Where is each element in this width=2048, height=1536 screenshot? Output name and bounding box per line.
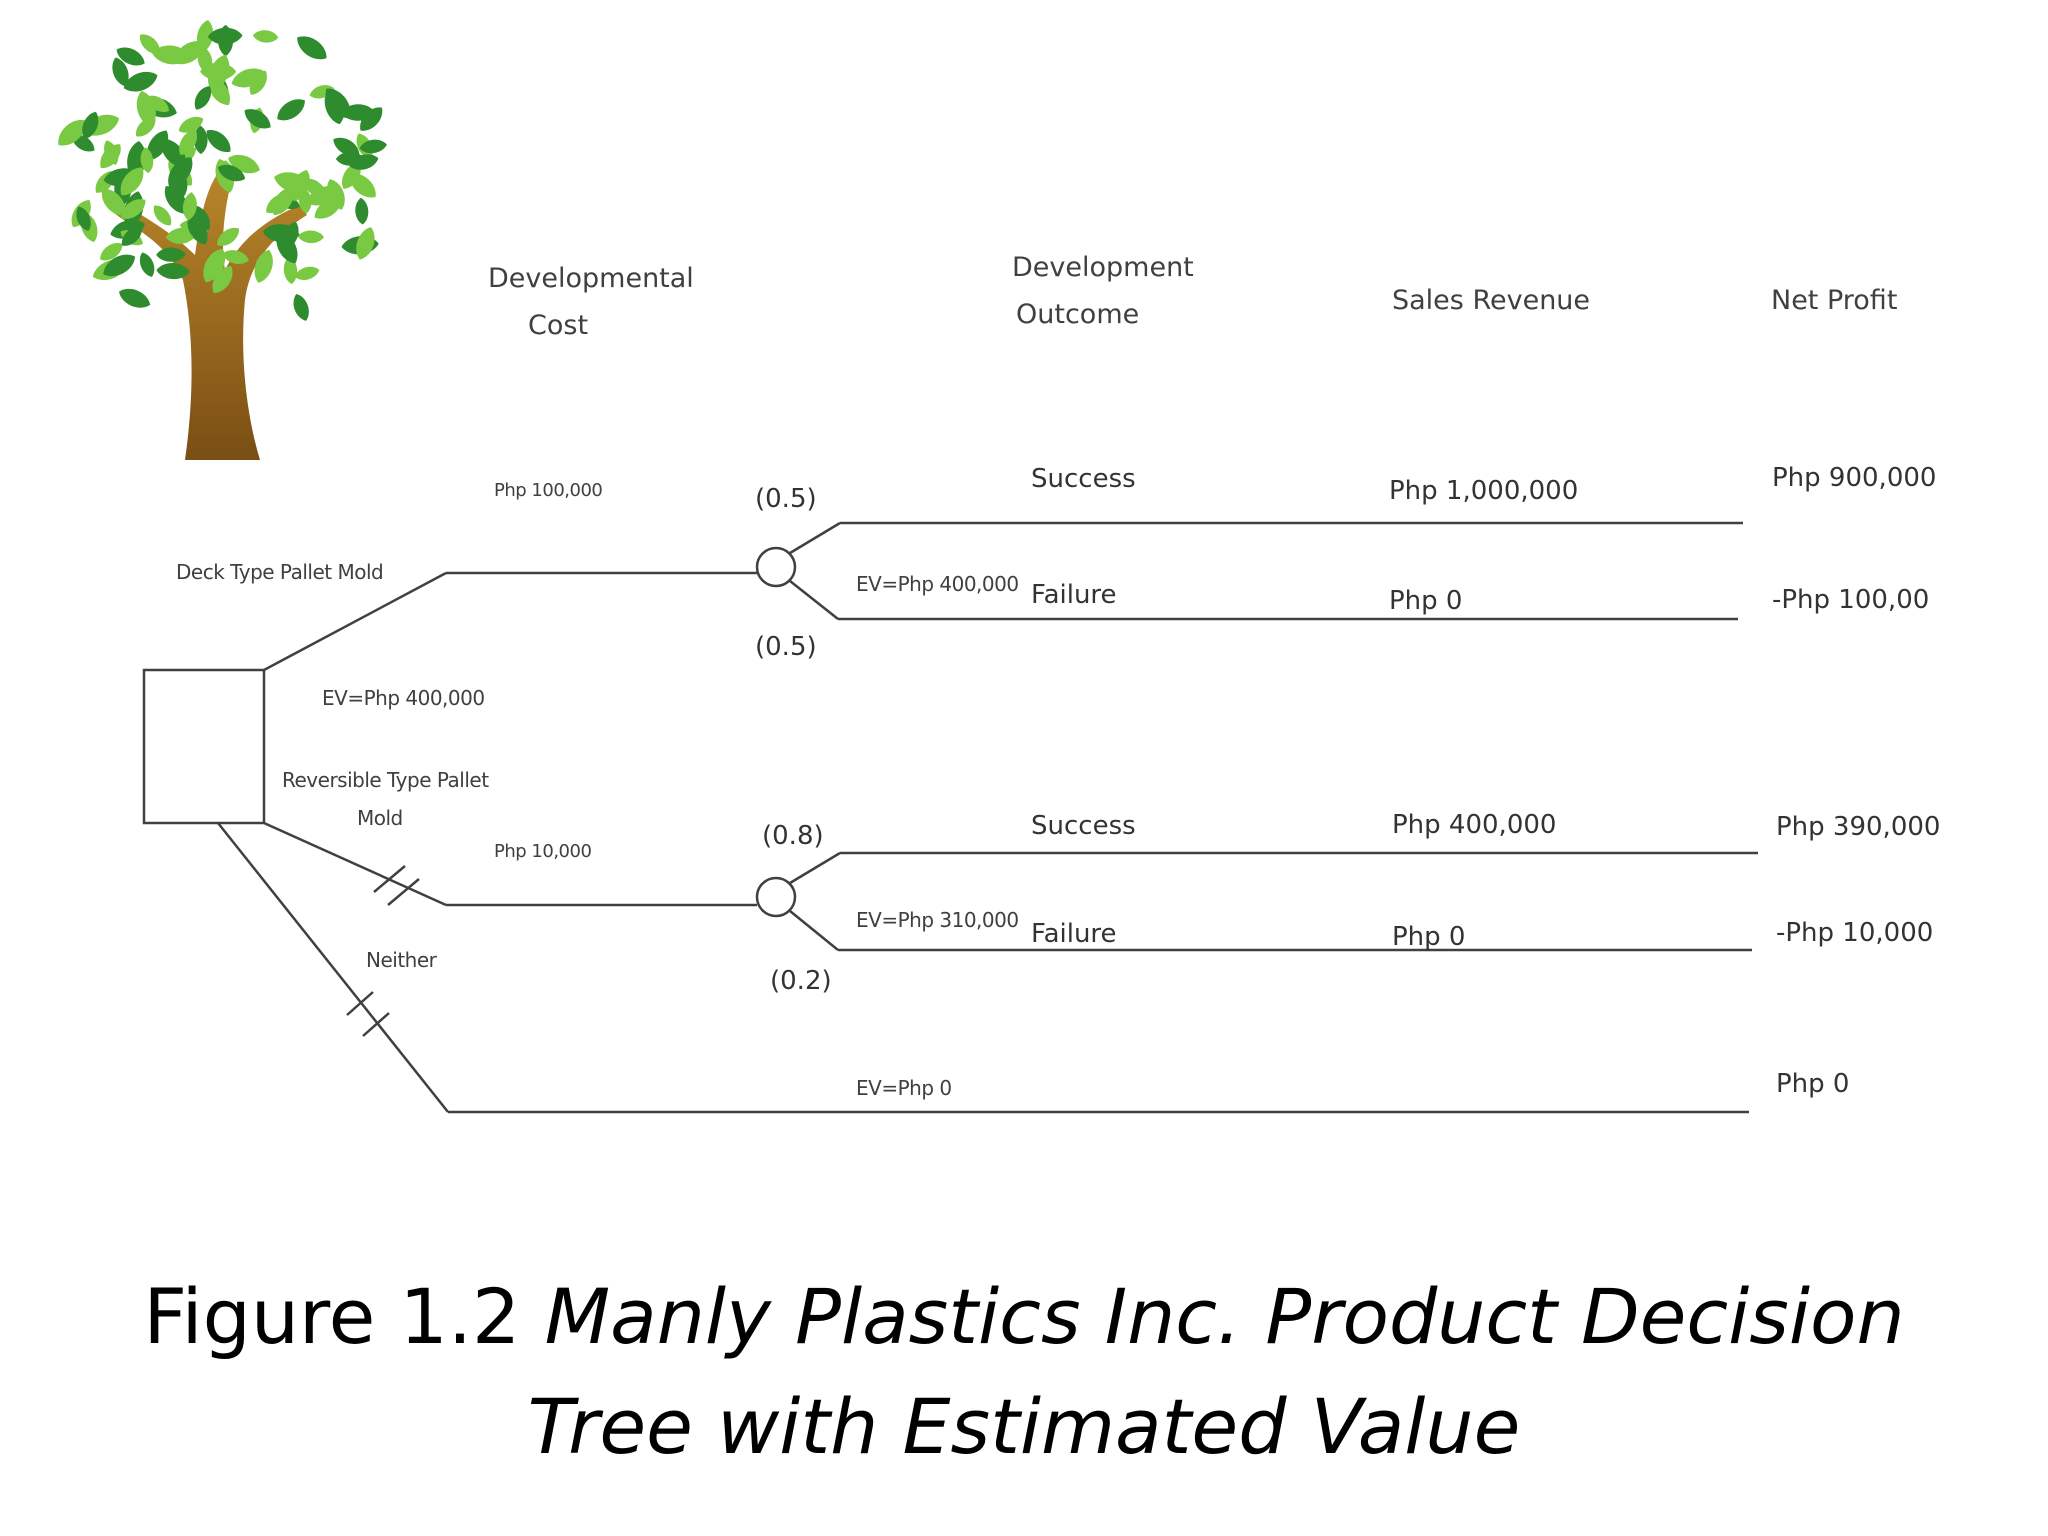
deck-branch-label: Deck Type Pallet Mold xyxy=(176,560,384,584)
reversible-chance-node xyxy=(755,876,797,918)
caption-title-line1: Manly Plastics Inc. Product Decision xyxy=(544,1272,1905,1361)
reversible-failure-revenue: Php 0 xyxy=(1392,922,1466,952)
deck-cost: Php 100,000 xyxy=(494,480,603,501)
neither-profit: Php 0 xyxy=(1776,1069,1850,1099)
header-developmental-cost-line1: Developmental xyxy=(488,263,694,294)
reversible-branch-label-line1: Reversible Type Pallet xyxy=(282,768,489,792)
reversible-prob-failure: (0.2) xyxy=(770,966,832,996)
deck-failure-profit: -Php 100,00 xyxy=(1772,585,1930,615)
deck-chance-node xyxy=(755,546,797,588)
reversible-chance-ev: EV=Php 310,000 xyxy=(856,908,1019,932)
neither-ev: EV=Php 0 xyxy=(856,1076,952,1100)
deck-success-label: Success xyxy=(1031,464,1136,494)
caption-title-line2: Tree with Estimated Value xyxy=(527,1382,1521,1472)
header-sales-revenue: Sales Revenue xyxy=(1392,285,1591,316)
caption-prefix: Figure 1.2 xyxy=(143,1272,545,1361)
deck-chance-ev: EV=Php 400,000 xyxy=(856,572,1019,596)
reversible-branch-label-line2: Mold xyxy=(357,806,403,830)
tree-logo xyxy=(55,18,388,460)
reversible-branch-line xyxy=(263,821,447,907)
decision-node xyxy=(142,668,266,825)
reversible-success-revenue: Php 400,000 xyxy=(1392,810,1557,840)
deck-failure-label: Failure xyxy=(1031,580,1117,610)
header-developmental-cost-line2: Cost xyxy=(528,310,589,341)
neither-branch-line xyxy=(217,822,449,1113)
reversible-cost: Php 10,000 xyxy=(494,841,592,862)
deck-success-profit: Php 900,000 xyxy=(1772,463,1937,493)
deck-prob-success: (0.5) xyxy=(755,484,817,514)
deck-prob-failure: (0.5) xyxy=(755,632,817,662)
deck-failure-revenue: Php 0 xyxy=(1389,586,1463,616)
header-development-outcome-line2: Outcome xyxy=(1016,299,1140,330)
deck-branch-line xyxy=(263,571,447,672)
reversible-failure-label: Failure xyxy=(1031,919,1117,949)
neither-branch-label: Neither xyxy=(366,948,437,972)
deck-decision-ev: EV=Php 400,000 xyxy=(322,686,485,710)
reversible-success-profit: Php 390,000 xyxy=(1776,812,1941,842)
header-net-profit: Net Profit xyxy=(1771,285,1898,316)
reversible-failure-profit: -Php 10,000 xyxy=(1776,918,1934,948)
deck-success-revenue: Php 1,000,000 xyxy=(1389,476,1579,506)
figure-caption: Figure 1.2 Manly Plastics Inc. Product D… xyxy=(0,1262,2048,1482)
reversible-prob-success: (0.8) xyxy=(762,821,824,851)
header-development-outcome-line1: Development xyxy=(1012,252,1194,283)
reversible-success-label: Success xyxy=(1031,811,1136,841)
